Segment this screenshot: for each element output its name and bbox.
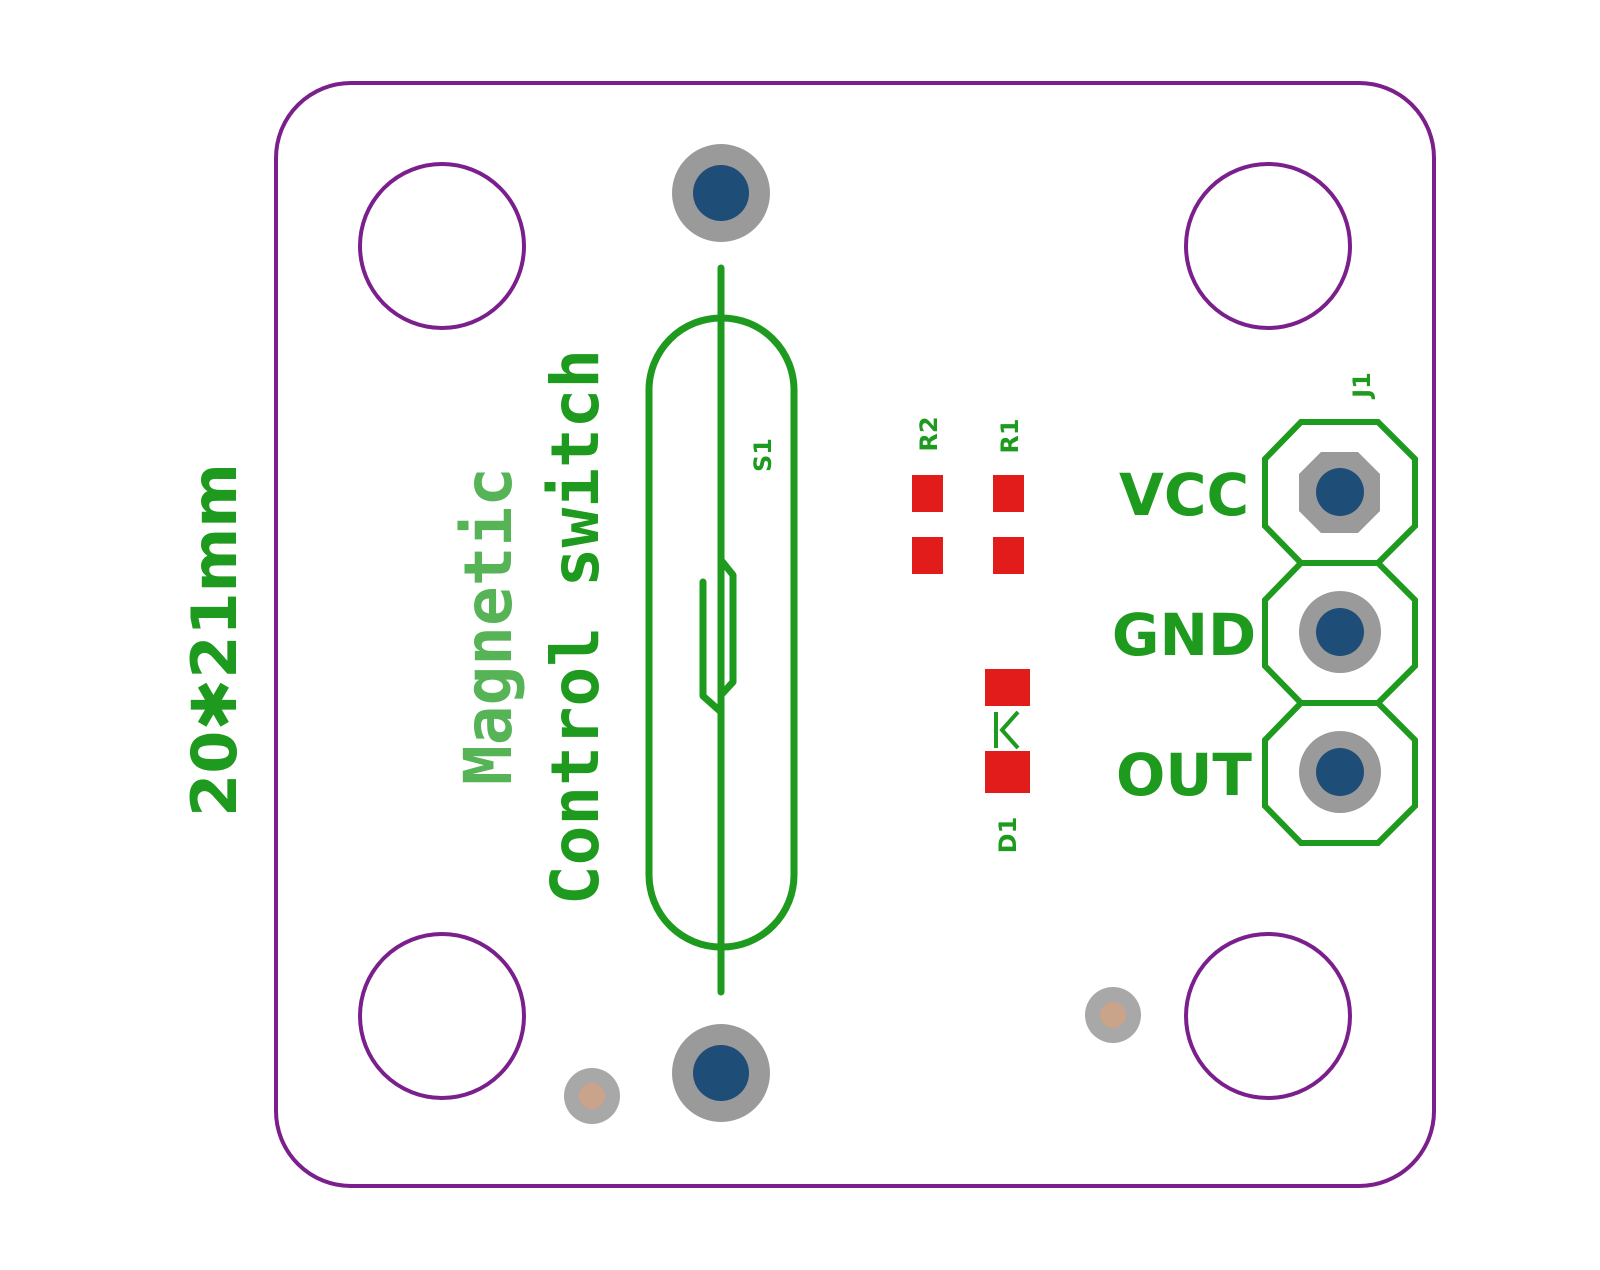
mounting-hole-bottom-right (1184, 932, 1352, 1100)
pin-label-vcc: VCC (1119, 461, 1249, 529)
title-line-2: Control switch (537, 349, 614, 905)
reed-switch-outline (645, 264, 798, 996)
header-pin-out-pad (1299, 731, 1381, 813)
pin-label-out: OUT (1116, 741, 1252, 809)
header-j1-outline (1262, 419, 1418, 846)
refdes-d1: D1 (994, 817, 1022, 854)
mounting-hole-bottom-left (358, 932, 526, 1100)
header-pin-gnd-pad (1299, 591, 1381, 673)
header-pin-vcc-pad (1299, 452, 1380, 533)
refdes-j1: J1 (1348, 372, 1376, 400)
title-line-1: Magnetic (450, 467, 527, 785)
mounting-hole-top-right (1184, 162, 1352, 330)
switch-pad-bottom (672, 1024, 770, 1122)
via-bottom-right (1085, 987, 1141, 1043)
refdes-r2: R2 (915, 416, 943, 451)
diode-d1 (985, 669, 1030, 793)
board-outline (274, 81, 1436, 1188)
dimension-label: 20✱21mm (178, 463, 251, 817)
resistor-r2-pads (912, 475, 943, 574)
switch-pad-top (672, 144, 770, 242)
refdes-r1: R1 (996, 418, 1024, 453)
via-bottom-left (564, 1068, 620, 1124)
mounting-hole-top-left (358, 162, 526, 330)
pin-label-gnd: GND (1112, 601, 1256, 669)
resistor-r1-pads (993, 475, 1024, 574)
refdes-s1: S1 (749, 438, 777, 472)
